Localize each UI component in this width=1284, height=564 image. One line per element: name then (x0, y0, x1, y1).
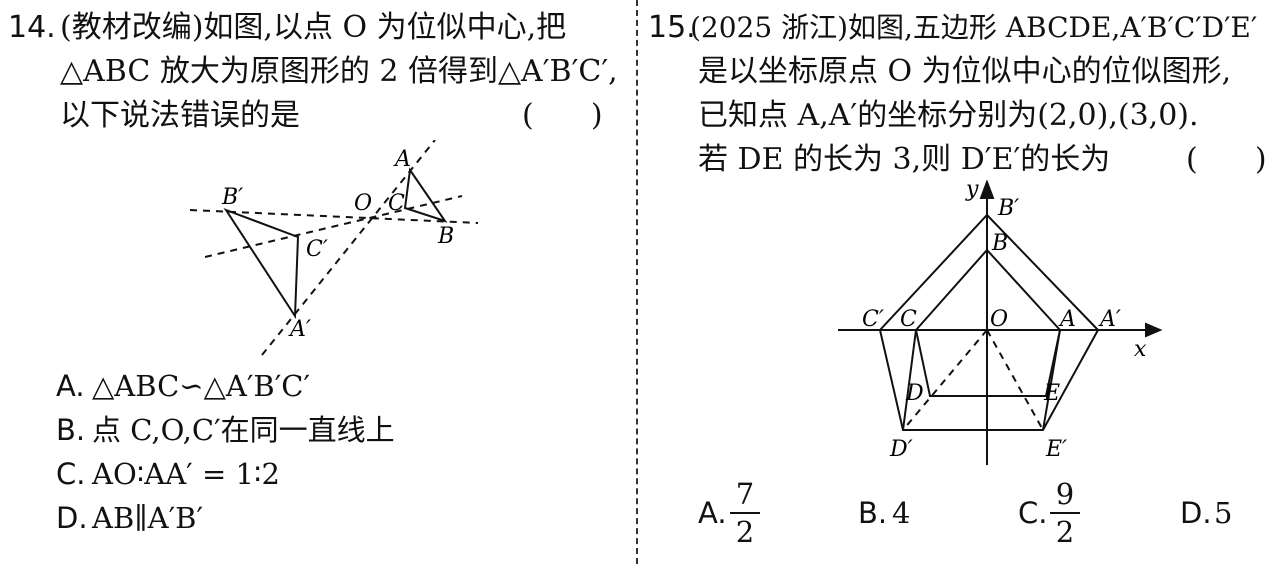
fraction-numerator: 9 (1055, 477, 1075, 511)
question-15: 15. (2025 浙江)如图,五边形 ABCDE,A′B′C′D′E′ 是以坐… (644, 0, 1284, 564)
option-text: 4 (892, 496, 911, 530)
label-x: x (1134, 337, 1147, 362)
option-text: △ABC∽△A′B′C′ (92, 369, 311, 403)
label-C-prime: C′ (862, 307, 884, 332)
option-label: D. (56, 501, 88, 535)
pentagon-inner (914, 248, 1062, 397)
answer-blank[interactable]: ( ) (1186, 142, 1267, 177)
label-B-prime: B′ (997, 196, 1019, 221)
label-C: C (388, 191, 405, 216)
label-D: D (905, 381, 924, 406)
y-axis-arrow (979, 180, 995, 199)
dashed-o-e1 (986, 329, 1044, 431)
dashed-line-cc (204, 195, 463, 258)
label-A-prime: A′ (1098, 307, 1121, 332)
option-label: C. (1018, 496, 1048, 530)
label-y: y (965, 180, 979, 202)
fraction-denominator: 2 (1055, 515, 1075, 549)
fraction-bar (1050, 512, 1080, 514)
label-O: O (990, 307, 1008, 332)
pentagon-outer (878, 213, 1100, 431)
option-text: AB∥A′B′ (92, 501, 204, 535)
seg-a-e1 (1042, 329, 1061, 431)
question-text-line-2: 是以坐标原点 O 为位似中心的位似图形, (698, 54, 1232, 89)
triangle-a1b1c1 (223, 207, 300, 320)
question-text-line-1: (2025 浙江)如图,五边形 ABCDE,A′B′C′D′E′ (690, 11, 1258, 44)
question-14: 14. (教材改编)如图,以点 O 为位似中心,把 △ABC 放大为原图形的 2… (0, 0, 632, 564)
dashed-o-d1 (902, 329, 988, 431)
q15-figure: y B′ B C′ C O A A′ x D E D′ E′ (838, 180, 1163, 465)
label-A: A (393, 147, 411, 172)
option-label: A. (698, 496, 727, 530)
dashed-line-aa (261, 140, 436, 356)
question-text-line-3: 已知点 A,A′的坐标分别为(2,0),(3,0). (698, 98, 1199, 133)
column-divider (636, 0, 638, 564)
question-number: 14. (8, 10, 56, 45)
option-text: 5 (1214, 496, 1233, 530)
label-C: C (900, 307, 917, 332)
fraction-bar (730, 512, 760, 514)
seg-c-c1-d (902, 329, 917, 431)
question-text-line-2: △ABC 放大为原图形的 2 倍得到△A′B′C′, (60, 54, 618, 89)
fraction: 7 2 (730, 478, 760, 548)
label-E-prime: E′ (1045, 437, 1067, 462)
dashed-line-bb (189, 209, 479, 224)
label-B: B (437, 224, 454, 249)
question-text-line-3: 以下说法错误的是 (60, 98, 300, 133)
label-E: E (1043, 381, 1060, 406)
option-label: C. (56, 457, 86, 491)
option-text: 点 C,O,C′在同一直线上 (92, 413, 395, 447)
fraction-denominator: 2 (735, 515, 755, 549)
option-label: D. (1180, 496, 1212, 530)
label-D-prime: D′ (889, 437, 913, 462)
x-axis-arrow (1145, 322, 1163, 338)
fraction: 9 2 (1050, 478, 1080, 548)
question-text-line-4: 若 DE 的长为 3,则 D′E′的长为 (698, 142, 1111, 177)
question-number: 15. (648, 10, 696, 45)
label-A-prime: A′ (288, 317, 311, 342)
label-A: A (1058, 307, 1076, 332)
option-label: B. (858, 496, 888, 530)
answer-blank[interactable]: ( ) (522, 98, 603, 133)
label-O: O (354, 191, 372, 216)
option-label: A. (56, 369, 85, 403)
question-text-line-1: (教材改编)如图,以点 O 为位似中心,把 (60, 10, 567, 45)
q14-figure: A C B O B′ C′ A′ (189, 140, 479, 356)
triangle-abc (403, 167, 448, 223)
label-C-prime: C′ (306, 237, 328, 262)
option-label: B. (56, 413, 86, 447)
label-B-prime: B′ (221, 185, 243, 210)
label-B: B (991, 231, 1008, 256)
option-text: AO∶AA′ = 1∶2 (92, 457, 280, 491)
fraction-numerator: 7 (735, 477, 755, 511)
